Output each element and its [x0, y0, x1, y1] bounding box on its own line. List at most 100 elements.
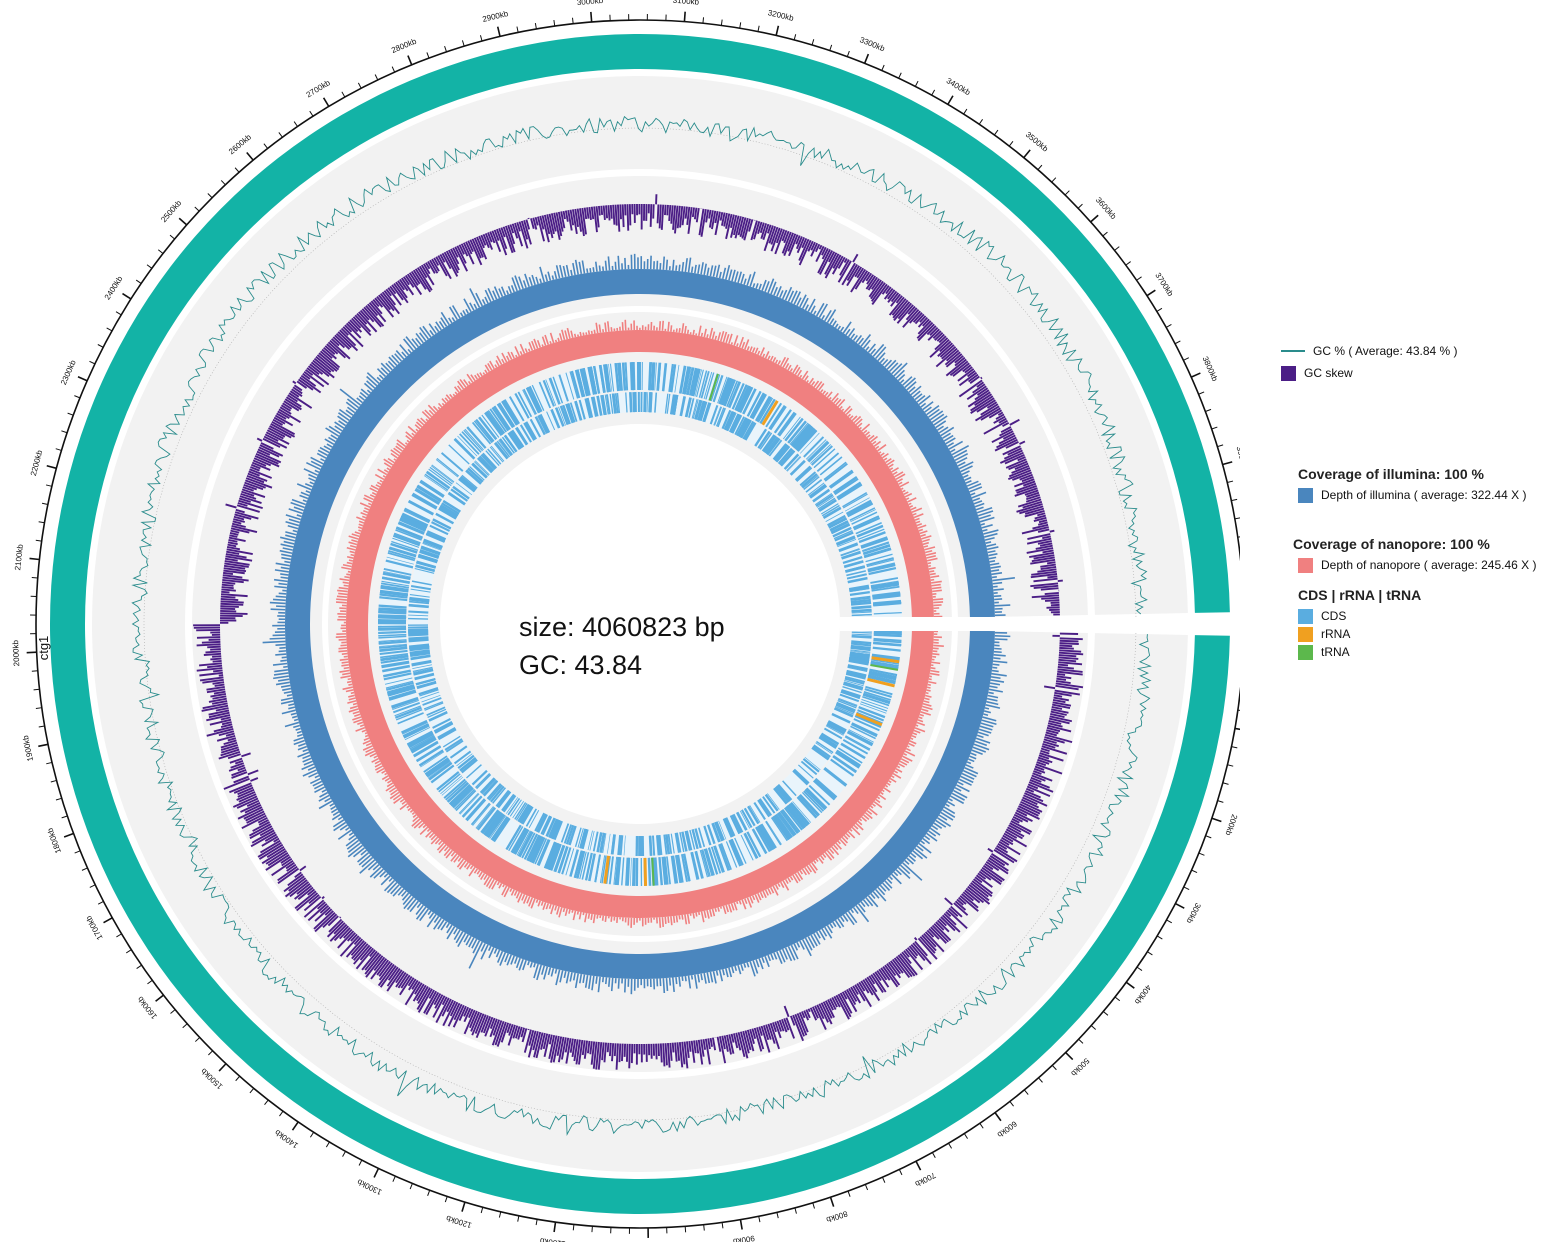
nanopore-depth-bar [454, 386, 460, 393]
gc-skew-bar [1003, 832, 1028, 848]
illumina-depth-bar [469, 288, 481, 308]
gc-skew-bar [996, 844, 1009, 854]
gc-skew-bar [700, 209, 707, 237]
cds-feature [777, 411, 795, 436]
cds-feature [847, 665, 868, 672]
ruler-tick-label: 2300kb [59, 358, 78, 386]
illumina-depth-bar [581, 260, 586, 274]
gc-skew-bar [265, 853, 290, 871]
nanopore-depth-bar [717, 332, 722, 341]
cds-feature [450, 785, 472, 807]
gc-skew-bar [805, 1009, 811, 1019]
gc-skew-bar [1047, 724, 1072, 733]
gc-skew-bar [425, 991, 440, 1015]
gc-skew-bar [1056, 677, 1067, 681]
nanopore-depth-bar [476, 373, 481, 378]
nanopore-depth-bar [531, 340, 536, 350]
gc-skew-bar [901, 951, 912, 965]
nanopore-depth-bar [911, 734, 917, 739]
illumina-depth-bar [953, 449, 968, 459]
gc-skew-bar [881, 285, 890, 295]
illumina-depth-bar [867, 895, 879, 908]
cds-feature [409, 599, 430, 603]
cds-feature [511, 429, 525, 448]
ruler-tick-label: 1200kb [445, 1213, 473, 1229]
illumina-depth-bar [533, 963, 539, 979]
gc-skew-bar [245, 479, 266, 489]
cds-feature [552, 376, 564, 404]
gc-skew-bar [359, 309, 370, 321]
gc-skew-bar [1052, 703, 1071, 710]
gc-skew-bar [232, 795, 258, 808]
illumina-depth-bar [288, 706, 296, 710]
cds-feature [773, 787, 788, 805]
gc-skew-bar [257, 841, 282, 858]
cds-feature [599, 832, 605, 853]
nanopore-depth-bar [837, 398, 846, 408]
cds-feature [461, 431, 482, 453]
gc-skew-bar [377, 963, 395, 987]
nanopore-depth-bar [445, 394, 451, 400]
nanopore-depth-bar [919, 530, 928, 535]
cds-feature [625, 392, 628, 413]
gc-skew-bar [226, 550, 240, 555]
nanopore-depth-bar [706, 910, 710, 919]
nanopore-depth-bar [363, 497, 373, 503]
nanopore-depth-bar [886, 782, 891, 786]
gc-skew-bar [1025, 790, 1041, 799]
illumina-depth-bar [951, 792, 965, 801]
gc-skew-bar [835, 994, 850, 1020]
cds-feature [646, 392, 649, 413]
illumina-depth-bar [480, 943, 486, 952]
cds-feature [841, 551, 862, 560]
cds-feature [722, 818, 733, 838]
cds-feature [691, 851, 700, 880]
cds-feature [545, 817, 556, 837]
gc-skew-bar [450, 248, 460, 265]
nanopore-depth-bar [457, 856, 462, 862]
gc-skew-bar [817, 249, 831, 274]
minor-tick [45, 484, 53, 487]
gc-skew-bar [272, 418, 283, 426]
ruler-tick-label: 2600kb [227, 132, 253, 156]
gc-skew-bar [746, 1029, 755, 1052]
minor-tick [720, 19, 723, 26]
cds-feature [744, 422, 757, 441]
nanopore-depth-bar [342, 672, 351, 676]
cds-feature [800, 760, 818, 776]
gc-skew-bar [434, 994, 444, 1009]
minor-tick [342, 1151, 346, 1157]
illumina-depth-bar [857, 337, 865, 345]
major-tick [1175, 902, 1185, 909]
nanopore-depth-bar [719, 330, 725, 342]
gc-skew-bar [372, 299, 380, 308]
gc-skew-bar [257, 448, 271, 456]
cds-feature [706, 824, 716, 845]
cds-feature [391, 698, 419, 709]
gc-skew-bar [225, 555, 253, 562]
cds-feature [719, 843, 731, 871]
cds-feature [769, 405, 787, 431]
gc-skew-bar [768, 226, 777, 244]
gc-skew-bar [785, 1017, 796, 1039]
gc-skew-bar [944, 351, 961, 366]
nanopore-depth-bar [496, 881, 500, 886]
cds-feature [526, 808, 537, 827]
gc-skew-bar [223, 564, 246, 570]
gc-skew-bar [482, 233, 490, 249]
gc-skew-bar [463, 1006, 470, 1017]
illumina-depth-bar [910, 852, 917, 858]
illumina-depth-bar [345, 409, 354, 416]
illumina-depth-bar [867, 343, 876, 353]
cds-feature [608, 363, 613, 392]
illumina-depth-bar [770, 281, 777, 295]
minor-tick [264, 1099, 269, 1106]
illumina-depth-bar [840, 326, 845, 332]
nanopore-depth-bar [902, 489, 906, 493]
gc-skew-bar [1036, 761, 1047, 767]
illumina-depth-bar [985, 541, 992, 544]
illumina-depth-bar [793, 943, 799, 951]
minor-tick [35, 539, 42, 542]
nanopore-depth-bar [572, 910, 577, 921]
gc-skew-bar [418, 265, 428, 279]
